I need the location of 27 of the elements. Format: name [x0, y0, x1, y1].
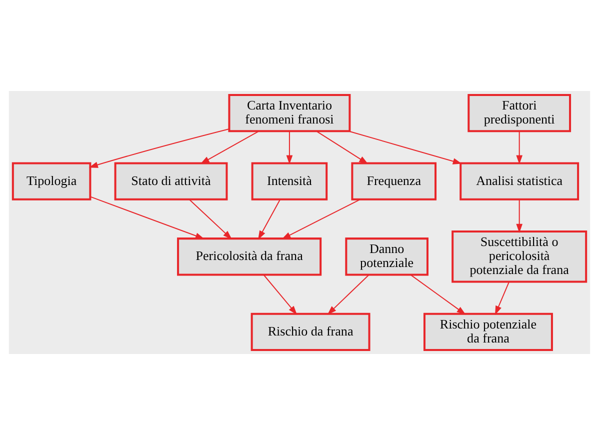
arrow	[348, 130, 462, 164]
arrow	[410, 274, 466, 314]
node-box: Danno potenziale	[345, 237, 428, 276]
arrow	[263, 274, 298, 314]
arrow	[327, 274, 370, 314]
node-box: Fattori predisponenti	[468, 94, 572, 132]
node-box: Stato di attività	[114, 162, 228, 200]
arrow	[200, 130, 259, 164]
node-box: Pericolosità da frana	[177, 237, 322, 276]
arrow	[90, 196, 204, 238]
node-box: Carta Inventario fenomeni franosi	[228, 94, 351, 132]
arrow	[516, 131, 522, 164]
arrow	[495, 281, 510, 314]
node-box: Tipologia	[12, 162, 92, 200]
node-box: Intensità	[251, 162, 328, 200]
arrow	[258, 198, 280, 240]
node-box: Suscettibilità o pericolosità potenziale da frana	[452, 230, 588, 282]
node-box: Frequenza	[351, 162, 437, 200]
arrow	[286, 131, 293, 164]
node-box: Analisi statistica	[460, 162, 580, 200]
node-box: Rischio potenziale da frana	[423, 312, 553, 350]
arrow	[189, 198, 232, 239]
arrow	[282, 198, 360, 239]
arrow	[88, 128, 230, 168]
node-box: Rischio da frana	[250, 312, 370, 350]
arrow	[516, 199, 522, 232]
arrow	[316, 130, 368, 164]
